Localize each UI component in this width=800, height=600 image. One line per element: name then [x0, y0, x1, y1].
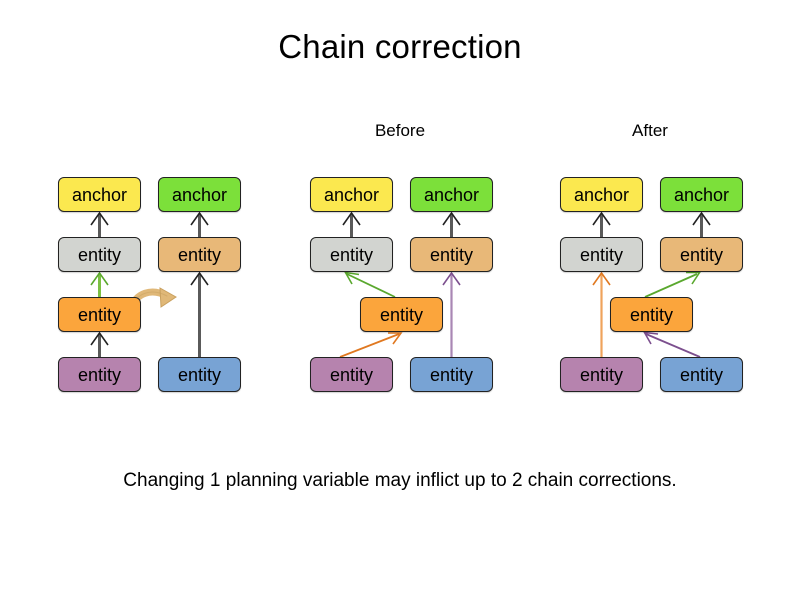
arrowhead-a-entity3-entity2 — [686, 271, 701, 285]
edges-panel-initial — [90, 211, 209, 357]
edge-a-entity5-entity3 — [645, 333, 701, 358]
arrowhead-b-entity3-entity1 — [343, 271, 360, 285]
arrowhead-entity3-entity1 — [90, 271, 109, 286]
node-entity-blue-initial[interactable]: entity — [158, 357, 241, 392]
node-anchor-yellow-before[interactable]: anchor — [310, 177, 393, 212]
node-entity-grey-after[interactable]: entity — [560, 237, 643, 272]
node-entity-tan-after[interactable]: entity — [660, 237, 743, 272]
node-anchor-green-after[interactable]: anchor — [660, 177, 743, 212]
arrowhead-b-entity4-entity3 — [388, 332, 403, 345]
edge-b-entity3-entity1 — [346, 273, 396, 298]
node-entity-orange-before[interactable]: entity — [360, 297, 443, 332]
node-entity-orange-initial[interactable]: entity — [58, 297, 141, 332]
arrowhead-b-entity1-anchor1 — [342, 211, 361, 226]
node-entity-blue-before[interactable]: entity — [410, 357, 493, 392]
panel-label-after: After — [632, 121, 668, 140]
arrowhead-b-entity2-anchor2 — [442, 211, 461, 226]
arrowhead-b-entity5-entity2 — [442, 271, 461, 286]
node-anchor-green-before[interactable]: anchor — [410, 177, 493, 212]
edge-b-entity4-entity3 — [339, 333, 400, 358]
node-entity-tan-before[interactable]: entity — [410, 237, 493, 272]
caption-text: Changing 1 planning variable may inflict… — [123, 470, 677, 491]
node-entity-purple-after[interactable]: entity — [560, 357, 643, 392]
node-entity-purple-initial[interactable]: entity — [58, 357, 141, 392]
edges-panel-before — [339, 211, 461, 358]
node-entity-blue-after[interactable]: entity — [660, 357, 743, 392]
node-entity-orange-after[interactable]: entity — [610, 297, 693, 332]
node-entity-grey-before[interactable]: entity — [310, 237, 393, 272]
node-entity-purple-before[interactable]: entity — [310, 357, 393, 392]
arrowhead-entity4-entity3 — [90, 331, 109, 346]
node-entity-grey-initial[interactable]: entity — [58, 237, 141, 272]
arrowhead-a-entity2-anchor2 — [692, 211, 711, 226]
node-anchor-green-initial[interactable]: anchor — [158, 177, 241, 212]
page-title: Chain correction — [278, 28, 522, 65]
arrowhead-a-entity5-entity3 — [643, 331, 659, 345]
node-entity-tan-initial[interactable]: entity — [158, 237, 241, 272]
arrowhead-entity5-entity2 — [190, 271, 209, 286]
node-anchor-yellow-initial[interactable]: anchor — [58, 177, 141, 212]
panel-label-before: Before — [374, 121, 426, 140]
node-anchor-yellow-after[interactable]: anchor — [560, 177, 643, 212]
edges-panel-after — [592, 211, 711, 358]
arrowhead-a-entity1-anchor1 — [592, 211, 611, 226]
edge-a-entity3-entity2 — [644, 273, 698, 298]
arrowhead-entity2-anchor2 — [190, 211, 209, 226]
arrowhead-a-entity4-entity1 — [592, 271, 611, 286]
arrowhead-entity1-anchor1 — [90, 211, 109, 226]
